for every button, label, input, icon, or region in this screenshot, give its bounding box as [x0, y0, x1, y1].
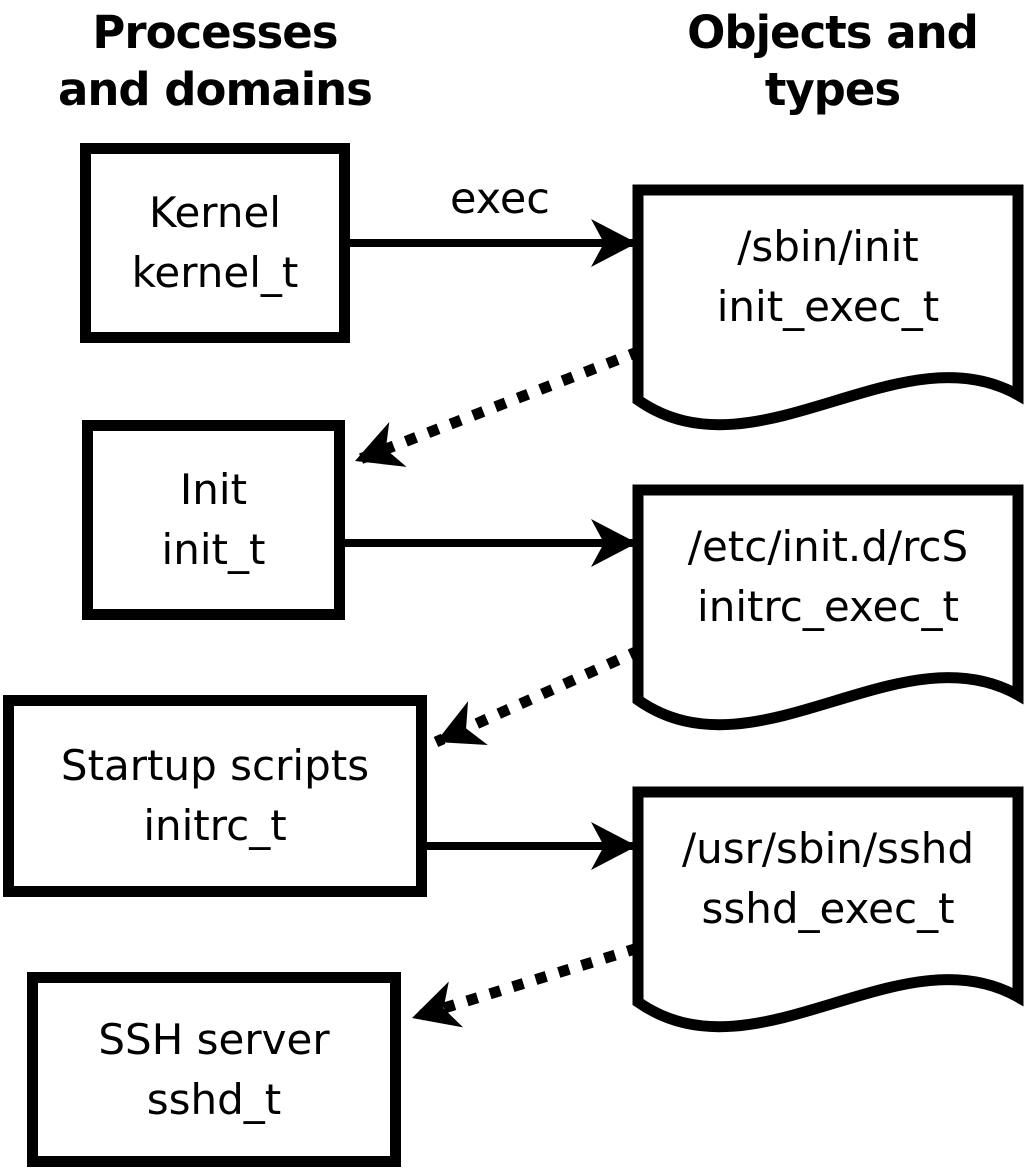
object-node-sbin-init: /sbin/init init_exec_t — [638, 190, 1018, 364]
object-file-type: sshd_exec_t — [701, 884, 955, 933]
dotted-arrow-usr-sbin-sshd-to-ssh-server — [410, 942, 640, 1028]
process-node-init: Init init_t — [82, 420, 345, 620]
process-node-kernel: Kernel kernel_t — [80, 143, 350, 343]
column-header-processes-and-domains: Processes and domains — [20, 4, 410, 118]
process-domain-type: init_t — [161, 525, 266, 574]
process-domain-type: sshd_t — [146, 1074, 282, 1124]
column-header-objects-and-types: Objects and types — [645, 4, 1020, 118]
document-shape-sbin-init — [632, 184, 1024, 431]
process-node-startup-scripts: Startup scripts initrc_t — [3, 695, 427, 897]
object-file-type: init_exec_t — [716, 282, 940, 331]
process-domain-type: kernel_t — [131, 248, 299, 297]
document-shape-etc-initd-rcs — [632, 484, 1024, 731]
object-path: /usr/sbin/sshd — [681, 824, 975, 873]
header-line: types — [764, 63, 901, 116]
process-label: Kernel — [149, 188, 281, 237]
process-label: Startup scripts — [60, 741, 370, 790]
header-line: Processes — [92, 6, 338, 59]
dotted-arrow-etc-initd-rcs-to-startup — [433, 644, 643, 748]
process-label: Init — [179, 465, 248, 514]
header-line: and domains — [58, 63, 373, 116]
process-domain-type: initrc_t — [143, 801, 287, 850]
object-path: /sbin/init — [737, 222, 919, 271]
process-node-ssh-server: SSH server sshd_t — [27, 972, 401, 1167]
object-path: /etc/init.d/rcS — [687, 522, 969, 571]
object-node-usr-sbin-sshd: /usr/sbin/sshd sshd_exec_t — [638, 792, 1018, 966]
header-line: Objects and — [687, 6, 979, 59]
object-node-etc-initd-rcs: /etc/init.d/rcS initrc_exec_t — [638, 490, 1018, 664]
process-label: SSH server — [98, 1014, 330, 1064]
object-file-type: initrc_exec_t — [697, 582, 959, 631]
document-shape-usr-sbin-sshd — [632, 786, 1024, 1033]
edge-label-exec: exec — [450, 174, 550, 224]
dotted-arrow-sbin-init-to-init — [353, 345, 642, 467]
